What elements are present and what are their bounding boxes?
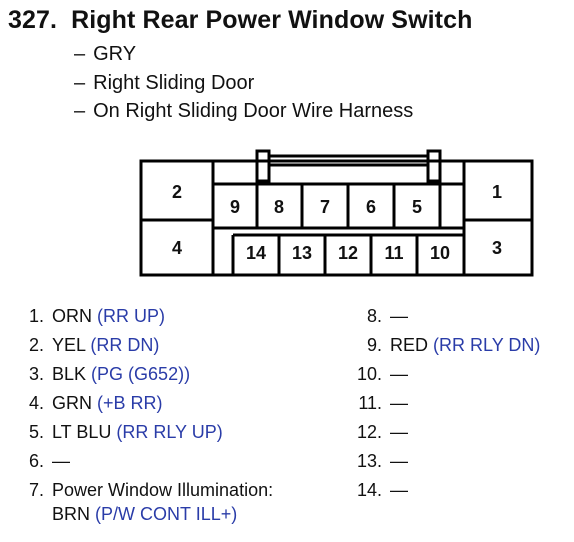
wire-color: — xyxy=(390,480,408,500)
pin-1: 1. ORN (RR UP) xyxy=(14,305,165,327)
pin-number: 1. xyxy=(28,306,44,326)
wire-color: — xyxy=(390,422,408,442)
detail-text: GRY xyxy=(93,43,137,65)
dash: – xyxy=(74,43,86,65)
pin-number: 10. xyxy=(356,364,382,384)
pin-number: 4. xyxy=(28,393,44,413)
wire-color: — xyxy=(390,306,408,326)
connector-title: 327. Right Rear Power Window Switch xyxy=(8,6,472,35)
cavity-label-12: 12 xyxy=(338,243,358,263)
wire-color: — xyxy=(390,393,408,413)
pin-7: 7. Power Window Illumination: xyxy=(14,479,273,501)
pin-number: 3. xyxy=(28,364,44,384)
wire-color: Power Window Illumination: xyxy=(52,480,274,500)
detail-text: On Right Sliding Door Wire Harness xyxy=(93,100,414,122)
lock-tab-right xyxy=(426,149,442,183)
pin-12: 12. — xyxy=(352,421,408,443)
detail-location: –Right Sliding Door xyxy=(74,72,254,95)
circuit-function: (+B RR) xyxy=(97,393,163,413)
pin-11: 11. — xyxy=(352,392,408,414)
dash: – xyxy=(74,72,86,94)
wire-color: — xyxy=(390,451,408,471)
lock-tab-left xyxy=(255,149,271,183)
cavity-label-8: 8 xyxy=(274,197,284,217)
circuit-function: (PG (G652)) xyxy=(91,364,191,384)
circuit-function: (RR RLY DN) xyxy=(433,335,541,355)
circuit-function: (P/W CONT ILL+) xyxy=(95,504,238,524)
cavity-label-14: 14 xyxy=(246,243,266,263)
pin-7-continued: BRN (P/W CONT ILL+) xyxy=(14,503,237,525)
pin-number: 9. xyxy=(366,335,382,355)
wire-color: BLK xyxy=(52,364,87,384)
wire-color: GRN xyxy=(52,393,92,413)
pin-number: 2. xyxy=(28,335,44,355)
detail-color: –GRY xyxy=(74,43,136,66)
cavity-label-13: 13 xyxy=(292,243,312,263)
cavity-label-9: 9 xyxy=(230,197,240,217)
cavity-label-1: 1 xyxy=(492,182,502,202)
connector-face-diagram: 1 2 3 4 5 6 7 8 9 10 11 12 13 14 xyxy=(139,149,534,277)
pin-number: 8. xyxy=(366,306,382,326)
wire-color: RED xyxy=(390,335,429,355)
circuit-function: (RR DN) xyxy=(90,335,160,355)
cavity-label-4: 4 xyxy=(172,238,182,258)
detail-text: Right Sliding Door xyxy=(93,72,255,94)
detail-harness: –On Right Sliding Door Wire Harness xyxy=(74,100,413,123)
circuit-function: (RR RLY UP) xyxy=(116,422,223,442)
connector-number: 327. xyxy=(8,6,58,34)
circuit-function: (RR UP) xyxy=(97,306,166,326)
wire-color: BRN xyxy=(52,504,91,524)
pin-4: 4. GRN (+B RR) xyxy=(14,392,163,414)
cavity-label-2: 2 xyxy=(172,182,182,202)
cavity-label-7: 7 xyxy=(320,197,330,217)
pin-2: 2. YEL (RR DN) xyxy=(14,334,159,356)
pin-13: 13. — xyxy=(352,450,408,472)
pin-6: 6. — xyxy=(14,450,70,472)
pin-5: 5. LT BLU (RR RLY UP) xyxy=(14,421,223,443)
wire-color: LT BLU xyxy=(52,422,112,442)
connector-body xyxy=(139,159,534,277)
pin-8: 8. — xyxy=(352,305,408,327)
cavity-label-10: 10 xyxy=(430,243,450,263)
pin-14: 14. — xyxy=(352,479,408,501)
cavity-label-11: 11 xyxy=(384,243,403,263)
pin-number: 14. xyxy=(356,480,382,500)
wire-color: — xyxy=(390,364,408,384)
cavity-label-5: 5 xyxy=(412,197,422,217)
wire-color: ORN xyxy=(52,306,92,326)
pin-number: 11. xyxy=(358,393,382,413)
pin-number: 12. xyxy=(356,422,382,442)
cavity-label-6: 6 xyxy=(366,197,376,217)
pin-3: 3. BLK (PG (G652)) xyxy=(14,363,190,385)
connector-name: Right Rear Power Window Switch xyxy=(71,6,473,34)
pin-10: 10. — xyxy=(352,363,408,385)
cavity-label-3: 3 xyxy=(492,238,502,258)
pin-number: 6. xyxy=(28,451,44,471)
wire-color: YEL xyxy=(52,335,86,355)
pin-number: 13. xyxy=(356,451,382,471)
dash: – xyxy=(74,100,86,122)
pin-9: 9. RED (RR RLY DN) xyxy=(352,334,540,356)
wire-color: — xyxy=(52,451,70,471)
connector-outline xyxy=(139,149,534,277)
pin-number: 5. xyxy=(28,422,44,442)
pin-number: 7. xyxy=(28,480,44,500)
